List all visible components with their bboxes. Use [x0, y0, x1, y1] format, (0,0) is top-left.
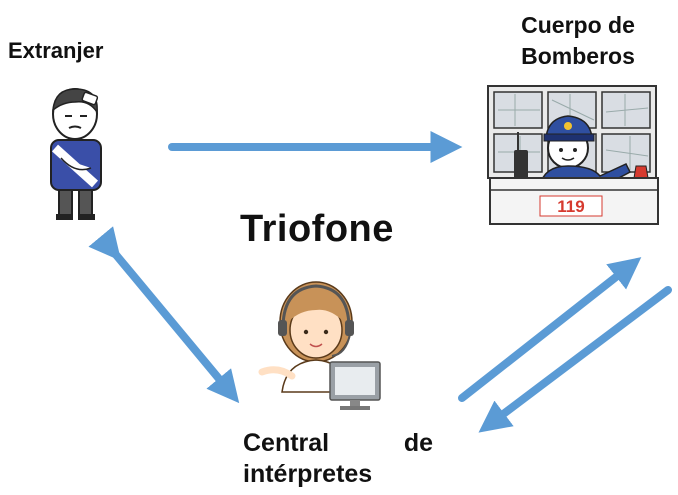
foreigner-person-icon	[50, 88, 102, 220]
interpreter-center-label-line1: Central de	[243, 428, 433, 459]
interpreter-center-word2: de	[403, 429, 433, 457]
fire-department-label-line1: Cuerpo de	[521, 12, 635, 38]
fire-department-label: Cuerpo de Bomberos	[498, 10, 658, 72]
interpreter-center-label-line2: intérpretes	[243, 460, 373, 488]
fire-department-label-line2: Bomberos	[521, 43, 635, 69]
firefighter-dispatcher-icon: 119	[487, 85, 659, 225]
arrows	[88, 131, 672, 433]
diagram-title: Triofone	[240, 208, 394, 250]
arrow-foreigner-interpreter	[88, 226, 240, 404]
arrow-interpreter-to-fire	[458, 257, 642, 402]
arrow-fire-to-interpreter	[478, 286, 672, 433]
interpreter-center-label: Central de intérpretes	[243, 428, 433, 490]
interpreter-operator-icon	[258, 281, 381, 410]
foreigner-label: Extranjer	[8, 38, 104, 63]
console-number: 119	[557, 197, 584, 216]
interpreter-center-word1: Central	[243, 429, 330, 457]
